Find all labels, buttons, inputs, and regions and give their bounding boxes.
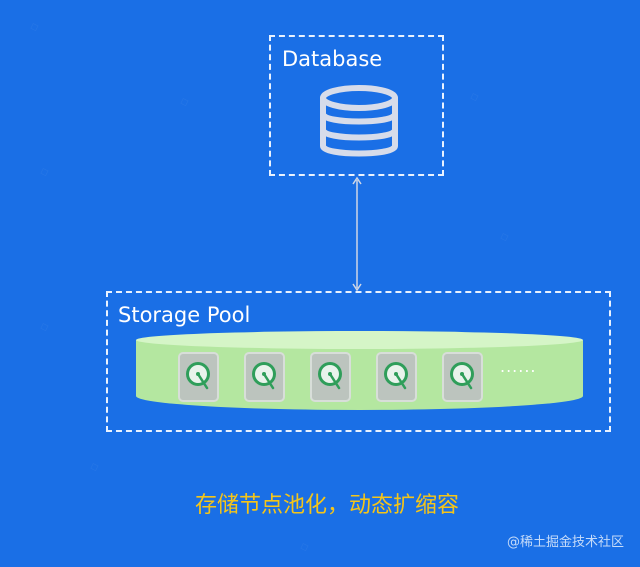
database-box: Database — [269, 35, 444, 176]
hard-disk-icon — [376, 352, 417, 402]
database-icon — [320, 85, 398, 157]
connector-arrow — [352, 176, 362, 292]
caption-text: 存储节点池化，动态扩缩容 — [195, 493, 460, 518]
watermark-mark: ◇ — [38, 319, 51, 334]
watermark-mark: ◇ — [38, 164, 51, 179]
hard-disk-icon — [244, 352, 285, 402]
storage-pool-box: Storage Pool — [106, 291, 611, 432]
hard-disk-icon — [310, 352, 351, 402]
source-credit: @稀土掘金技术社区 — [506, 535, 624, 550]
more-disks-ellipsis: ...... — [500, 357, 537, 376]
watermark-mark: ◇ — [468, 89, 481, 104]
hard-disk-icon — [178, 352, 219, 402]
storage-pool-label: Storage Pool — [118, 303, 251, 327]
watermark-mark: ◇ — [178, 94, 191, 109]
watermark-mark: ◇ — [88, 459, 101, 474]
watermark-mark: ◇ — [498, 229, 511, 244]
hard-disk-icon — [442, 352, 483, 402]
watermark-mark: ◇ — [28, 19, 41, 34]
database-label: Database — [282, 47, 383, 71]
watermark-mark: ◇ — [298, 539, 311, 554]
